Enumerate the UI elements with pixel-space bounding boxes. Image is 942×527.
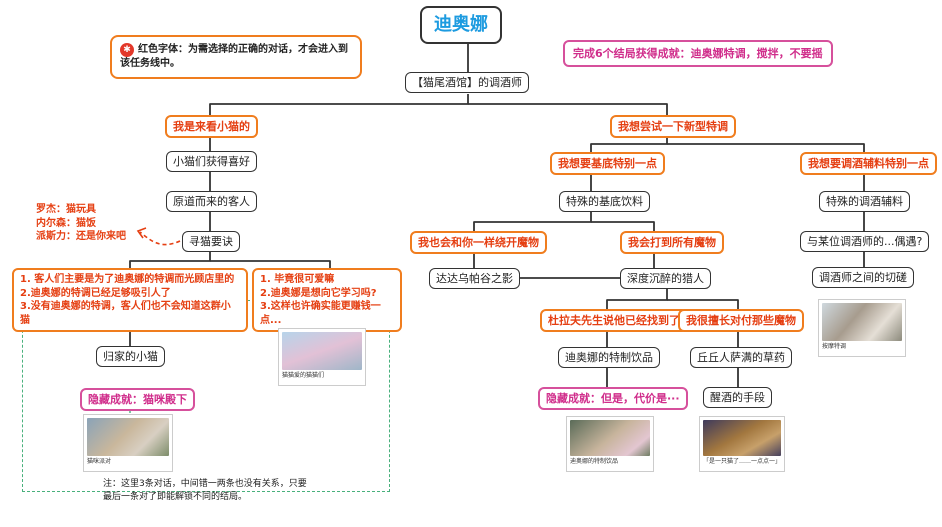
dialog-option-a: 1. 客人们主要是为了迪奥娜的特调而光顾店里的 2.迪奥娜的特调已经足够吸引人了…: [12, 268, 248, 332]
node-special-ingredient: 特殊的调酒辅料: [819, 191, 910, 213]
footnote-line: 最后一条对了即能解锁不同的结局。: [103, 491, 248, 502]
scene-image: [822, 303, 902, 341]
scene-image: [703, 420, 781, 456]
step-cat-secrets: 寻猫要诀: [182, 231, 240, 253]
node-special-base: 特殊的基底饮料: [559, 191, 650, 213]
cat-list: 罗杰：猫玩具 内尔森：猫饭 派斯力：还是你来吧: [36, 203, 126, 244]
thumb-caption: 猫咪派对: [87, 458, 112, 465]
choice-see-kittens: 我是来看小猫的: [165, 115, 258, 139]
ending-sober-method: 醒酒的手段: [703, 387, 772, 409]
choice-new-drink: 我想尝试一下新型特调: [610, 115, 736, 139]
achievement-top: 完成6个结局获得成就：迪奥娜特调，搅拌，不要摇: [563, 40, 833, 68]
choice-avoid-monsters: 我也会和你一样绕开魔物: [410, 231, 547, 255]
dialog-line: 2.迪奥娜是想向它学习吗?: [260, 287, 377, 299]
title-node: 迪奥娜: [420, 6, 502, 44]
dialog-line: 3.没有迪奥娜的特调，客人们也不会知道这群小猫: [20, 301, 231, 326]
legend-box: ✱红色字体：为需选择的正确的对话，才会进入到该任务线中。: [110, 35, 362, 79]
scene-image: [282, 332, 362, 370]
ending-diona-special: 迪奥娜的特制饮品: [558, 347, 660, 369]
cat-list-line: 罗杰：猫玩具: [36, 204, 96, 215]
hidden-achievement-cat: 隐藏成就：猫咪殿下: [80, 388, 195, 412]
ending-dadaupa-shadow: 达达乌帕谷之影: [429, 268, 520, 290]
cat-list-line: 派斯力：还是你来吧: [36, 231, 126, 242]
screenshot-thumb: 按摩特调: [818, 299, 906, 357]
dialog-line: 2.迪奥娜的特调已经足够吸引人了: [20, 287, 171, 299]
footnote: 注：这里3条对话，中间错一两条也没有关系，只要 最后一条对了即能解锁不同的结局。: [103, 478, 307, 503]
exclamation-circle-icon: ✱: [120, 43, 134, 57]
ending-shaman-herb: 丘丘人萨满的草药: [690, 347, 792, 369]
step-distant-guest: 原道而来的客人: [166, 191, 257, 213]
root-node: 【猫尾酒馆】的调酒师: [405, 72, 529, 94]
choice-dulaff-found: 杜拉夫先生说他已经找到了: [540, 309, 688, 333]
ending-cats-home: 归家的小猫: [96, 346, 165, 368]
scene-image: [87, 418, 169, 456]
hidden-achievement-price: 隐藏成就：但是，代价是···: [538, 387, 688, 411]
thumb-caption: 迪奥娜的特制饮品: [570, 458, 619, 465]
step-kittens-preference: 小猫们获得喜好: [166, 151, 257, 173]
dialog-line: 1. 客人们主要是为了迪奥娜的特调而光顾店里的: [20, 274, 235, 285]
screenshot-thumb: 猫咪派对: [83, 414, 173, 472]
ending-bartender-duel: 调酒师之间的切磋: [812, 267, 914, 289]
legend-text: 红色字体：为需选择的正确的对话，才会进入到该任务线中。: [120, 44, 348, 69]
choice-defeat-monsters: 我会打到所有魔物: [620, 231, 724, 255]
screenshot-thumb: 「是一只猫了……一点点一」: [699, 416, 785, 472]
node-encounter-bartender: 与某位调酒师的...偶遇?: [800, 231, 930, 253]
screenshot-thumb: 迪奥娜的特制饮品: [566, 416, 654, 472]
footnote-line: 注：这里3条对话，中间错一两条也没有关系，只要: [103, 479, 307, 489]
scene-image: [570, 420, 650, 456]
choice-special-base: 我想要基底特别一点: [550, 152, 665, 176]
choice-special-ingredient: 我想要调酒辅料特别一点: [800, 152, 937, 176]
thumb-caption: 猫猫爱的猫猫们: [282, 372, 325, 379]
ending-drunk-hunter: 深度沉醉的猎人: [620, 268, 711, 290]
dialog-line: 3.这样也许确实能更赚钱一点...: [260, 301, 381, 326]
screenshot-thumb: 猫猫爱的猫猫们: [278, 328, 366, 386]
thumb-caption: 按摩特调: [822, 343, 847, 350]
cat-list-line: 内尔森：猫饭: [36, 217, 96, 229]
choice-good-at-monsters: 我很擅长对付那些魔物: [678, 309, 804, 333]
thumb-caption: 「是一只猫了……一点点一」: [703, 458, 781, 465]
dialog-option-b: 1. 毕竟很可爱嘛 2.迪奥娜是想向它学习吗? 3.这样也许确实能更赚钱一点..…: [252, 268, 402, 332]
dialog-line: 1. 毕竟很可爱嘛: [260, 274, 335, 285]
